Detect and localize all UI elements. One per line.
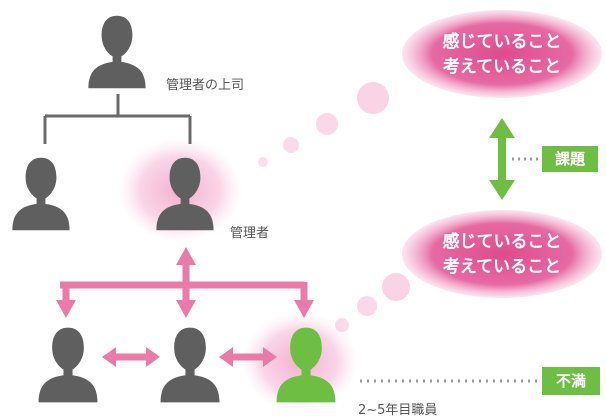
top-bubble-line1: 感じていること xyxy=(442,32,562,52)
staff-1-person-icon xyxy=(38,327,98,403)
top-thought-bubble xyxy=(402,10,602,98)
bottom-thought-bubble xyxy=(402,210,602,298)
dissatisfaction-tag: 不満 xyxy=(542,367,600,395)
staff-label: 2~5年目職員 xyxy=(358,403,438,418)
thought-dots-top xyxy=(258,82,389,167)
top-bubble-text: 感じていること 考えていること xyxy=(412,30,592,80)
manager-label: 管理者 xyxy=(230,226,270,241)
boss-label: 管理者の上司 xyxy=(166,78,245,93)
boss-person-icon xyxy=(88,15,146,89)
org-lines xyxy=(43,94,192,144)
bottom-bubble-text: 感じていること 考えていること xyxy=(412,230,592,280)
staff-2-person-icon xyxy=(160,327,220,403)
thought-dots-bottom xyxy=(335,273,410,332)
pink-arrows xyxy=(56,247,314,367)
green-double-arrow xyxy=(489,118,515,200)
peer-person-icon xyxy=(12,157,70,231)
bottom-bubble-line1: 感じていること xyxy=(442,232,562,252)
top-bubble-line2: 考えていること xyxy=(442,57,562,77)
issue-tag: 課題 xyxy=(542,146,598,172)
bottom-bubble-line2: 考えていること xyxy=(442,257,562,277)
